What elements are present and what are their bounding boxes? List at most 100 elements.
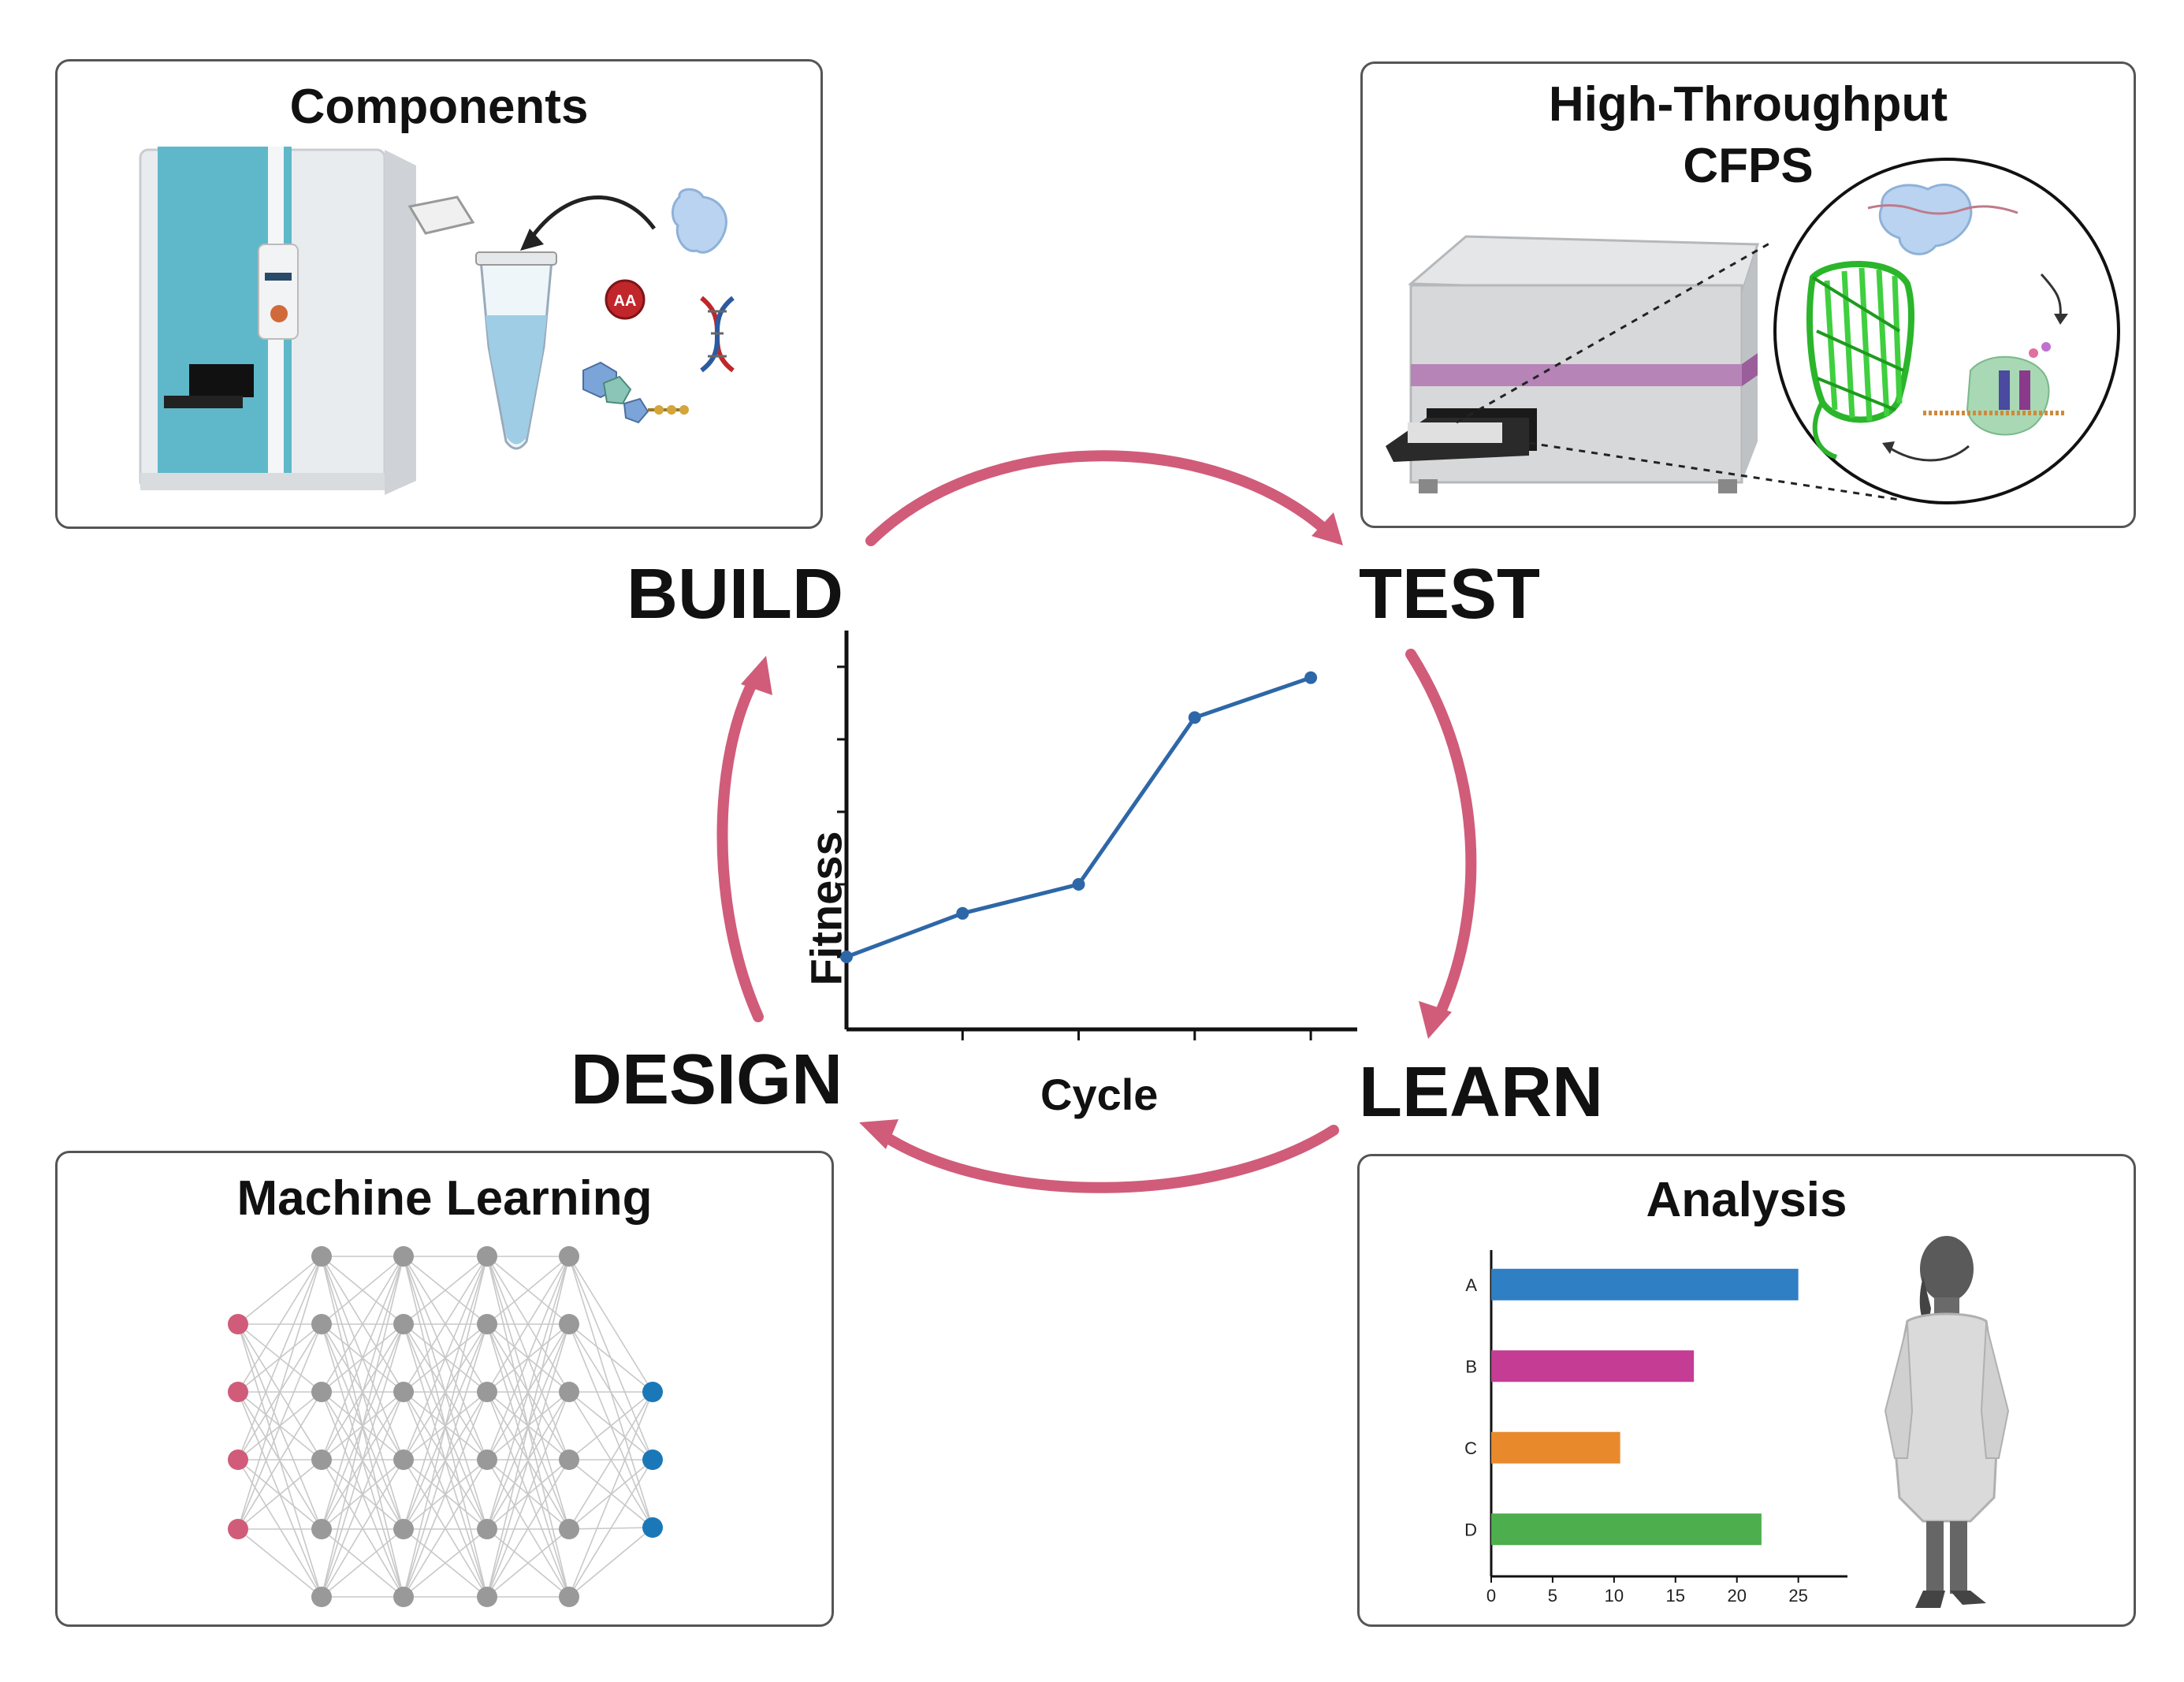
nn-node [559, 1314, 579, 1334]
zoom-line-top [1456, 240, 1774, 424]
nn-node [559, 1587, 579, 1607]
nn-node [642, 1382, 663, 1402]
nn-node [477, 1314, 497, 1334]
cycle-arrow-2 [1886, 445, 1970, 462]
arrow-learn-to-design [877, 1125, 1339, 1193]
nn-edge [568, 1527, 653, 1598]
nn-edge [568, 1391, 653, 1530]
nn-edge [568, 1256, 653, 1393]
nn-edge [403, 1256, 488, 1461]
cycle-arrowhead-1 [2054, 314, 2068, 325]
analysis-bar [1491, 1431, 1620, 1464]
nn-node [477, 1246, 497, 1267]
nn-edge [403, 1256, 488, 1598]
nn-edge [568, 1323, 653, 1393]
nn-edge [403, 1256, 488, 1393]
nn-edge [403, 1391, 488, 1598]
nn-edge [486, 1528, 570, 1598]
cycle-arrow-1 [2040, 273, 2062, 318]
arrowhead-learn [1419, 1001, 1452, 1039]
fitness-point [1072, 878, 1085, 891]
analysis-category-label: A [1465, 1275, 1477, 1295]
analysis-bar [1491, 1268, 1799, 1301]
nn-edge [237, 1256, 322, 1393]
nn-edge [486, 1256, 570, 1325]
analysis-category-label: B [1465, 1356, 1477, 1376]
scientist-icon [1884, 1236, 2010, 1608]
nn-node [477, 1519, 497, 1539]
nn-edge [237, 1256, 322, 1461]
nn-node [642, 1449, 663, 1470]
nn-edge [321, 1459, 404, 1598]
arrow-build-to-test [865, 450, 1334, 546]
analysis-title: Analysis [1646, 1173, 1847, 1227]
nn-edge [321, 1528, 404, 1598]
ml-panel: Machine Learning [55, 1151, 834, 1627]
nn-edge [321, 1256, 404, 1461]
nn-node [228, 1449, 248, 1470]
nn-edge [237, 1391, 322, 1530]
nn-node [477, 1587, 497, 1607]
nn-edge [321, 1256, 404, 1598]
nn-edge [321, 1256, 404, 1530]
fitness-point [840, 951, 853, 963]
nn-node [559, 1382, 579, 1402]
nn-node [311, 1587, 332, 1607]
nn-edge [486, 1459, 570, 1598]
analysis-x-tick-label: 5 [1548, 1586, 1557, 1606]
nn-edge [403, 1459, 488, 1598]
dna-icon [700, 296, 735, 373]
nn-node [393, 1246, 414, 1267]
cycle-arrowhead-2 [1882, 441, 1895, 454]
fitness-point [956, 906, 969, 920]
fitness-chart-xlabel: Cycle [1040, 1070, 1159, 1119]
components-title: Components [289, 80, 589, 134]
nn-node [642, 1517, 663, 1538]
nn-node [311, 1449, 332, 1470]
stage-build: BUILD [627, 555, 843, 634]
fitness-chart-ylabel: Fitness [801, 831, 851, 986]
analysis-bar [1491, 1513, 1762, 1546]
nn-node [228, 1382, 248, 1402]
ml-title: Machine Learning [236, 1171, 653, 1226]
translation-complex-icon [1923, 342, 2065, 436]
fitness-point [1304, 671, 1318, 684]
arrow-design-to-build [716, 672, 764, 1022]
fitness-series-line [846, 675, 1312, 959]
nn-node [559, 1449, 579, 1470]
nn-node [311, 1246, 332, 1267]
nn-edge [321, 1256, 404, 1325]
nn-edge [237, 1459, 322, 1530]
analysis-panel: Analysis [1357, 1154, 2136, 1627]
nn-edge [237, 1528, 322, 1598]
nn-node [311, 1519, 332, 1539]
transfer-arrow [527, 195, 657, 242]
nn-node [228, 1314, 248, 1334]
hts-title-line1: High-Throughput [1548, 77, 1948, 132]
analysis-bar [1491, 1350, 1695, 1382]
nn-node [559, 1519, 579, 1539]
neural-network-nodes [228, 1246, 663, 1607]
stage-test: TEST [1359, 555, 1541, 634]
hts-title-line2: CFPS [1683, 139, 1814, 193]
analysis-x-tick-label: 20 [1727, 1586, 1746, 1606]
nn-edge [321, 1256, 404, 1393]
nn-edge [486, 1256, 570, 1598]
arrowhead-design [859, 1119, 899, 1149]
plate-reader-instrument-icon [1386, 235, 1760, 493]
stage-design: DESIGN [571, 1040, 843, 1119]
nn-edge [237, 1459, 322, 1598]
ribosome-translation-icon [1867, 183, 2018, 255]
nn-edge [321, 1323, 404, 1598]
nn-node [311, 1314, 332, 1334]
analysis-category-label: D [1464, 1520, 1477, 1539]
nn-node [228, 1519, 248, 1539]
nucleotide-icon [582, 361, 689, 424]
ribosome-icon [672, 188, 727, 254]
amino-acid-icon: AA [605, 279, 646, 320]
synthesizer-instrument-icon [139, 147, 416, 495]
nn-node [393, 1587, 414, 1607]
nn-edge [486, 1323, 570, 1598]
